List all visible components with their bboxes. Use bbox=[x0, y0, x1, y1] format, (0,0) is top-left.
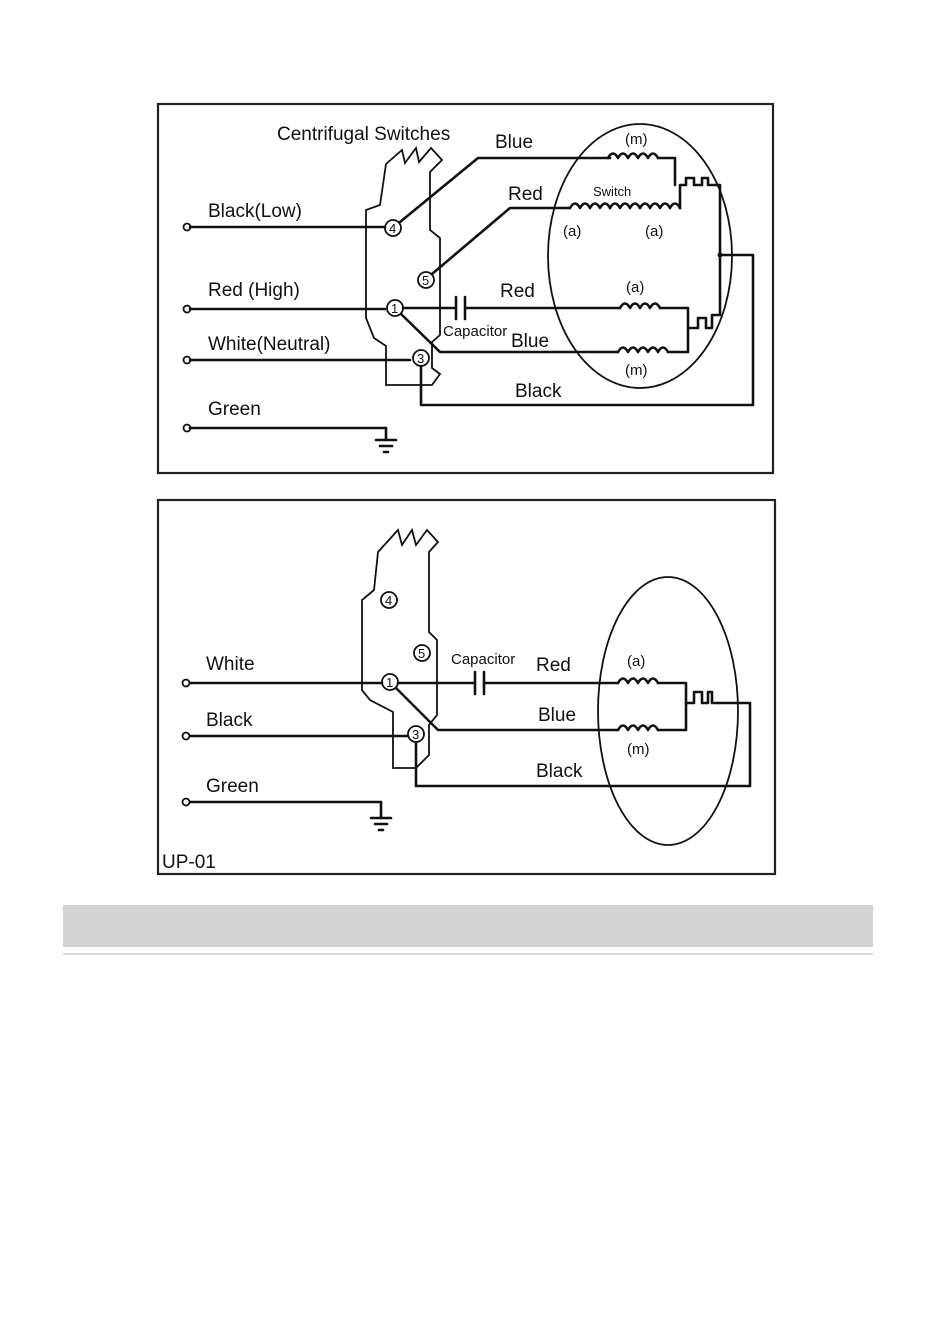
coil-a-mid-label: (a) bbox=[626, 279, 644, 296]
model-label: UP-01 bbox=[162, 852, 216, 873]
svg-text:3: 3 bbox=[412, 727, 419, 742]
switch-icon bbox=[610, 204, 640, 209]
black-wire-2 bbox=[416, 703, 750, 786]
svg-text:4: 4 bbox=[385, 593, 392, 608]
white-end bbox=[183, 680, 190, 687]
capacitor-icon bbox=[456, 297, 465, 319]
diagram-1-title: Centrifugal Switches bbox=[277, 124, 450, 145]
diagram-1: Centrifugal Switches Black(Low) Red (Hig… bbox=[158, 104, 773, 473]
ground-icon bbox=[376, 428, 396, 452]
diagram-2-frame bbox=[158, 500, 775, 874]
centrifugal-switch-top bbox=[680, 178, 720, 300]
red-mid-label: Red bbox=[500, 281, 535, 302]
coil-a-left bbox=[570, 204, 610, 209]
terminal-block bbox=[366, 148, 442, 385]
capacitor-icon-2 bbox=[475, 672, 484, 694]
black-bottom-label-2: Black bbox=[536, 761, 583, 782]
svg-text:5: 5 bbox=[422, 273, 429, 288]
white-neutral-label: White(Neutral) bbox=[208, 334, 330, 355]
capacitor-label: Capacitor bbox=[443, 323, 507, 340]
svg-text:4: 4 bbox=[389, 221, 396, 236]
green-label-2: Green bbox=[206, 776, 259, 797]
black-end bbox=[183, 733, 190, 740]
junction-dot bbox=[718, 253, 723, 258]
diagram-2: White Black Green 4 5 1 3 bbox=[158, 500, 775, 874]
section-header-bar bbox=[63, 905, 873, 947]
green-end-2 bbox=[183, 799, 190, 806]
coil-m-2 bbox=[618, 726, 658, 731]
red-high-label: Red (High) bbox=[208, 280, 300, 301]
terminal-4: 4 bbox=[385, 220, 401, 236]
black-label: Black bbox=[206, 710, 253, 731]
red-label-2: Red bbox=[536, 655, 571, 676]
coil-m-top-lead bbox=[658, 158, 675, 185]
coil-join-wire bbox=[660, 308, 688, 352]
coil-m-bottom bbox=[618, 348, 668, 353]
coil-a-right-label: (a) bbox=[645, 223, 663, 240]
ground-icon-2 bbox=[371, 802, 391, 830]
blue-mid-label: Blue bbox=[511, 331, 549, 352]
switch-label: Switch bbox=[593, 184, 631, 199]
terminal-3-2: 3 bbox=[408, 726, 424, 742]
motor-ellipse-2 bbox=[598, 577, 738, 845]
black-bottom-label: Black bbox=[515, 381, 562, 402]
red-top-label: Red bbox=[508, 184, 543, 205]
coil-m-top bbox=[608, 154, 658, 159]
section-divider bbox=[63, 953, 873, 955]
blue-label-2: Blue bbox=[538, 705, 576, 726]
terminal-5-2: 5 bbox=[414, 645, 430, 661]
coil-a-left-label: (a) bbox=[563, 223, 581, 240]
terminal-4-2: 4 bbox=[381, 592, 397, 608]
centrifugal-switch-2 bbox=[686, 692, 718, 703]
green-label: Green bbox=[208, 399, 261, 420]
blue-top-label: Blue bbox=[495, 132, 533, 153]
capacitor-label-2: Capacitor bbox=[451, 651, 515, 668]
coil-a-label-2: (a) bbox=[627, 653, 645, 670]
svg-text:1: 1 bbox=[386, 675, 393, 690]
white-label: White bbox=[206, 654, 255, 675]
terminal-3: 3 bbox=[413, 350, 429, 366]
coil-join-wire-2 bbox=[658, 683, 686, 730]
black-low-label: Black(Low) bbox=[208, 201, 302, 222]
svg-text:5: 5 bbox=[418, 646, 425, 661]
svg-text:1: 1 bbox=[391, 301, 398, 316]
centrifugal-switch-bottom bbox=[688, 300, 720, 328]
coil-a-right bbox=[640, 204, 680, 209]
coil-a-mid bbox=[620, 304, 660, 309]
terminal-block-2 bbox=[362, 530, 438, 768]
coil-m-top-label: (m) bbox=[625, 131, 648, 148]
blue-mid-wire bbox=[401, 314, 618, 352]
coil-a-2 bbox=[618, 679, 658, 684]
coil-m-label-2: (m) bbox=[627, 741, 650, 758]
svg-text:3: 3 bbox=[417, 351, 424, 366]
coil-m-bottom-label: (m) bbox=[625, 362, 648, 379]
